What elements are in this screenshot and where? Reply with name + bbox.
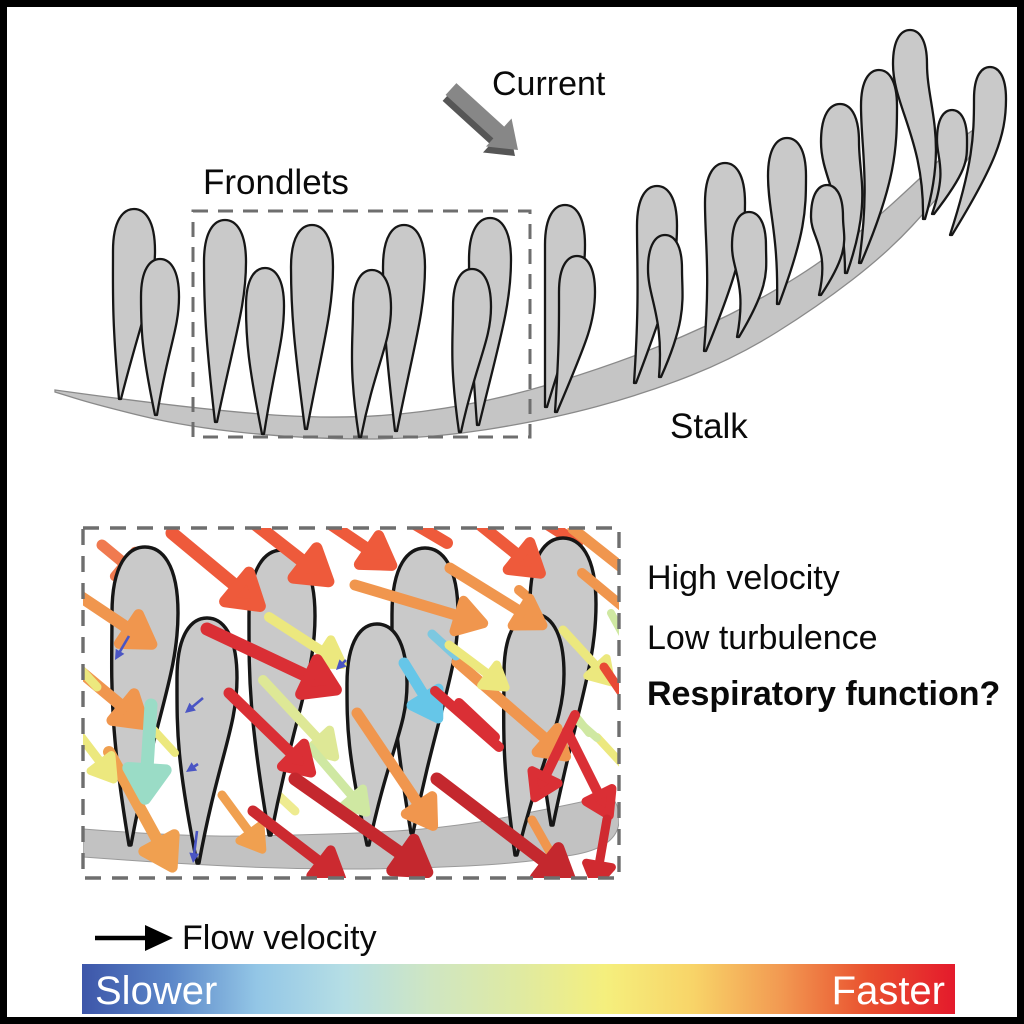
flow-arrow-shaft xyxy=(540,710,580,782)
flow-arrow-shaft xyxy=(83,732,106,768)
frondlet xyxy=(139,257,181,417)
flow-arrow-head xyxy=(477,660,510,692)
flow-arrow-shaft xyxy=(599,662,619,698)
flow-arrow-shaft xyxy=(351,707,425,811)
frondlet xyxy=(857,68,899,265)
frondlet xyxy=(202,218,248,424)
flow-arrow-head xyxy=(287,542,335,588)
flow-arrow-head xyxy=(582,858,616,878)
current-arrow-icon xyxy=(442,83,518,156)
flow-arrow-shaft xyxy=(409,528,453,549)
inset-flow-diagram xyxy=(83,528,619,878)
flow-arrow-shaft xyxy=(305,742,358,802)
high-velocity-label: High velocity xyxy=(647,559,840,597)
flow-arrow-shaft xyxy=(264,612,328,657)
frondlet xyxy=(289,223,335,431)
flow-arrow-head xyxy=(507,593,548,631)
flow-arrow-head xyxy=(122,761,172,805)
frondlet xyxy=(819,102,864,275)
frondlet xyxy=(730,210,768,339)
slow-flow-arrow-head xyxy=(186,762,198,772)
flow-arrow-head xyxy=(86,751,118,784)
flow-arrow-head xyxy=(502,537,546,579)
respiratory-function-label: Respiratory function? xyxy=(647,675,1001,713)
flow-arrow-shaft xyxy=(247,805,327,869)
frondlet xyxy=(809,183,846,297)
frondlet xyxy=(175,616,239,865)
frondlet xyxy=(244,266,286,436)
slow-flow-arrow-head xyxy=(189,852,200,863)
flow-arrow-shaft xyxy=(454,698,500,742)
flow-arrow-shaft xyxy=(451,656,553,746)
flow-arrow-shaft xyxy=(149,725,179,757)
velocity-colorbar: Slower Faster xyxy=(82,964,955,1014)
flow-arrow-head xyxy=(529,842,576,878)
flow-arrow-shaft xyxy=(103,746,165,849)
flow-arrow-shaft xyxy=(430,772,554,870)
flow-arrow-shaft xyxy=(288,772,410,862)
flow-arrow-head xyxy=(235,821,267,854)
flow-velocity-label: Flow velocity xyxy=(182,919,377,957)
flow-arrow-shaft xyxy=(325,528,375,556)
flow-arrow-shaft xyxy=(83,591,135,635)
flow-arrow-shaft xyxy=(577,568,619,611)
flow-arrow-head xyxy=(306,845,346,878)
slow-flow-arrow-head xyxy=(115,648,125,660)
current-arrow-body xyxy=(445,83,518,150)
inset-dashed-box xyxy=(81,526,621,880)
flow-arrow-shaft xyxy=(217,790,255,838)
frondlets-label: Frondlets xyxy=(203,163,349,202)
dashed-outline-boxes xyxy=(81,526,621,880)
flow-arrow-shaft xyxy=(430,686,504,752)
flow-arrow-head xyxy=(295,654,342,700)
flow-arrow-shaft xyxy=(398,657,431,703)
flow-arrow-head xyxy=(400,791,439,831)
flow-arrow-head xyxy=(386,833,434,878)
low-turbulence-label: Low turbulence xyxy=(647,619,878,657)
frondlet xyxy=(553,254,597,414)
current-label: Current xyxy=(492,65,606,103)
frondlet xyxy=(646,233,684,379)
flow-arrow-shaft xyxy=(558,625,602,672)
slow-flow-arrow-head xyxy=(185,702,196,713)
faster-label: Faster xyxy=(831,969,945,1013)
flow-arrow-head xyxy=(406,683,444,724)
flow-arrow-head xyxy=(219,566,266,612)
flow-arrow-shaft xyxy=(223,687,299,761)
flow-velocity-arrow-icon xyxy=(95,925,173,951)
colony-top-diagram xyxy=(54,28,1008,440)
stalk-label: Stalk xyxy=(670,407,748,446)
flow-arrow-head xyxy=(353,530,398,571)
flow-velocity-arrow-head xyxy=(145,925,173,951)
flow-arrow-shaft xyxy=(474,528,525,562)
flow-arrow-shaft xyxy=(567,528,619,573)
flow-arrow-head xyxy=(449,595,489,637)
flow-arrow-shaft xyxy=(444,640,494,680)
frondlet xyxy=(350,268,393,439)
flow-arrow-shaft xyxy=(562,726,604,800)
flow-arrow-shaft xyxy=(165,528,244,594)
slower-label: Slower xyxy=(95,969,218,1013)
flow-arrow-shaft xyxy=(249,528,312,570)
flow-arrow-head xyxy=(339,784,371,817)
diagram-svg xyxy=(54,28,1008,951)
flow-arrow-shaft xyxy=(258,675,324,745)
flow-arrow-shaft xyxy=(444,562,527,618)
flow-arrow-shaft xyxy=(140,698,158,776)
frondlet xyxy=(451,267,493,434)
frondlet xyxy=(930,108,969,216)
flow-arrow-shaft xyxy=(349,579,465,622)
frondlet xyxy=(766,136,808,306)
frondlet xyxy=(948,65,1008,237)
flow-arrow-head xyxy=(581,784,617,821)
flow-arrow-head xyxy=(138,829,180,873)
flow-arrow-shaft xyxy=(607,609,619,637)
flow-arrow-head xyxy=(106,688,150,731)
flow-arrow-shaft xyxy=(200,622,316,684)
flow-arrow-head xyxy=(527,766,563,803)
frondlet xyxy=(891,28,938,221)
flow-arrow-head xyxy=(276,738,317,778)
flow-arrow-shaft xyxy=(594,814,612,870)
slow-flow-arrow-head xyxy=(336,659,347,670)
